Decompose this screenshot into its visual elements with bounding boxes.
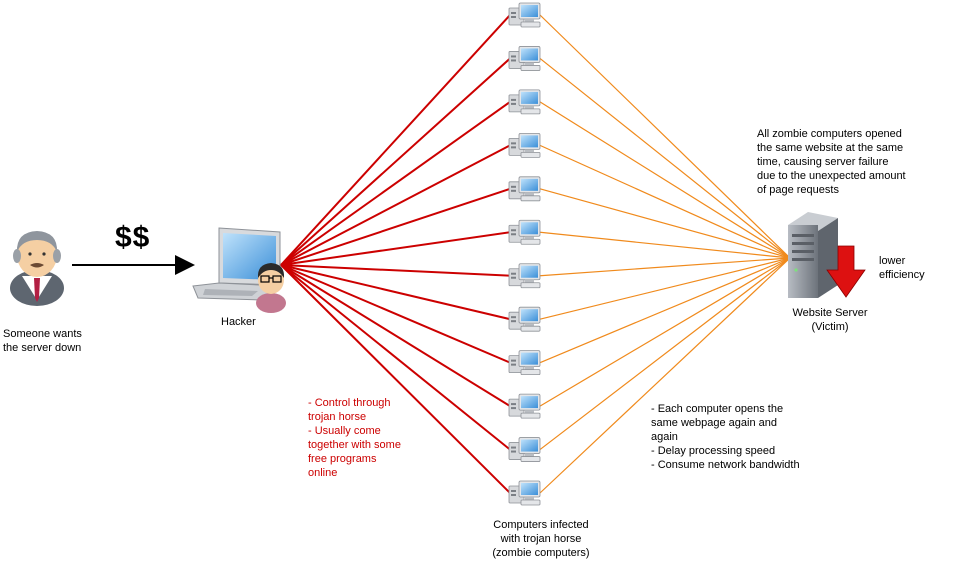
request-line [539,257,791,320]
request-line [539,257,791,364]
trojan-control-lines [280,14,511,494]
server-icon [788,212,838,298]
control-line [280,144,511,266]
down-arrow-icon [826,245,866,298]
control-line [280,264,511,321]
zombie-computer-icon [508,393,541,419]
hacker-label: Hacker [221,316,256,328]
zombie-computer-icon [508,219,541,245]
zombie-computer-icon [508,350,541,376]
control-line [280,101,511,266]
control-line [280,264,511,364]
request-line [539,188,791,259]
request-line [539,257,791,277]
zombie-computer-icon [508,89,541,115]
zombie-computer-icon [508,263,541,289]
hacker-note: - Control through trojan horse - Usually… [308,397,401,479]
control-line [280,264,511,407]
request-line [539,257,791,407]
zombie-computer-icon [508,176,541,202]
zombie-computer-icon [508,132,541,158]
control-line [280,264,511,451]
efficiency-label: lower efficiency [879,255,925,281]
control-line [280,264,511,277]
page-request-lines [539,14,791,494]
request-line [539,144,791,259]
zombie-computer-icon [508,2,541,28]
zombies-label: Computers infected with trojan horse (zo… [492,519,590,559]
traffic-note: - Each computer opens the same webpage a… [651,403,800,471]
control-line [280,231,511,266]
hacker-icon [256,263,286,313]
control-line [280,14,511,266]
request-line [539,14,791,259]
request-line [539,57,791,259]
control-line [280,57,511,266]
person-label: Someone wants the server down [3,328,82,354]
zombie-computer-icon [508,306,541,332]
attack-note: All zombie computers opened the same web… [757,128,906,196]
server-label: Website Server (Victim) [792,307,868,333]
request-line [539,101,791,259]
zombie-computer-icon [508,437,541,463]
control-line [280,187,511,266]
request-line [539,231,791,259]
zombie-computer-icon [508,480,541,506]
request-line [539,257,791,494]
person-icon [10,231,64,306]
control-line [280,264,511,494]
zombie-computer-icon [508,45,541,71]
payment-label: $$ [115,221,151,254]
request-line [539,257,791,451]
zombie-computers [508,2,541,506]
